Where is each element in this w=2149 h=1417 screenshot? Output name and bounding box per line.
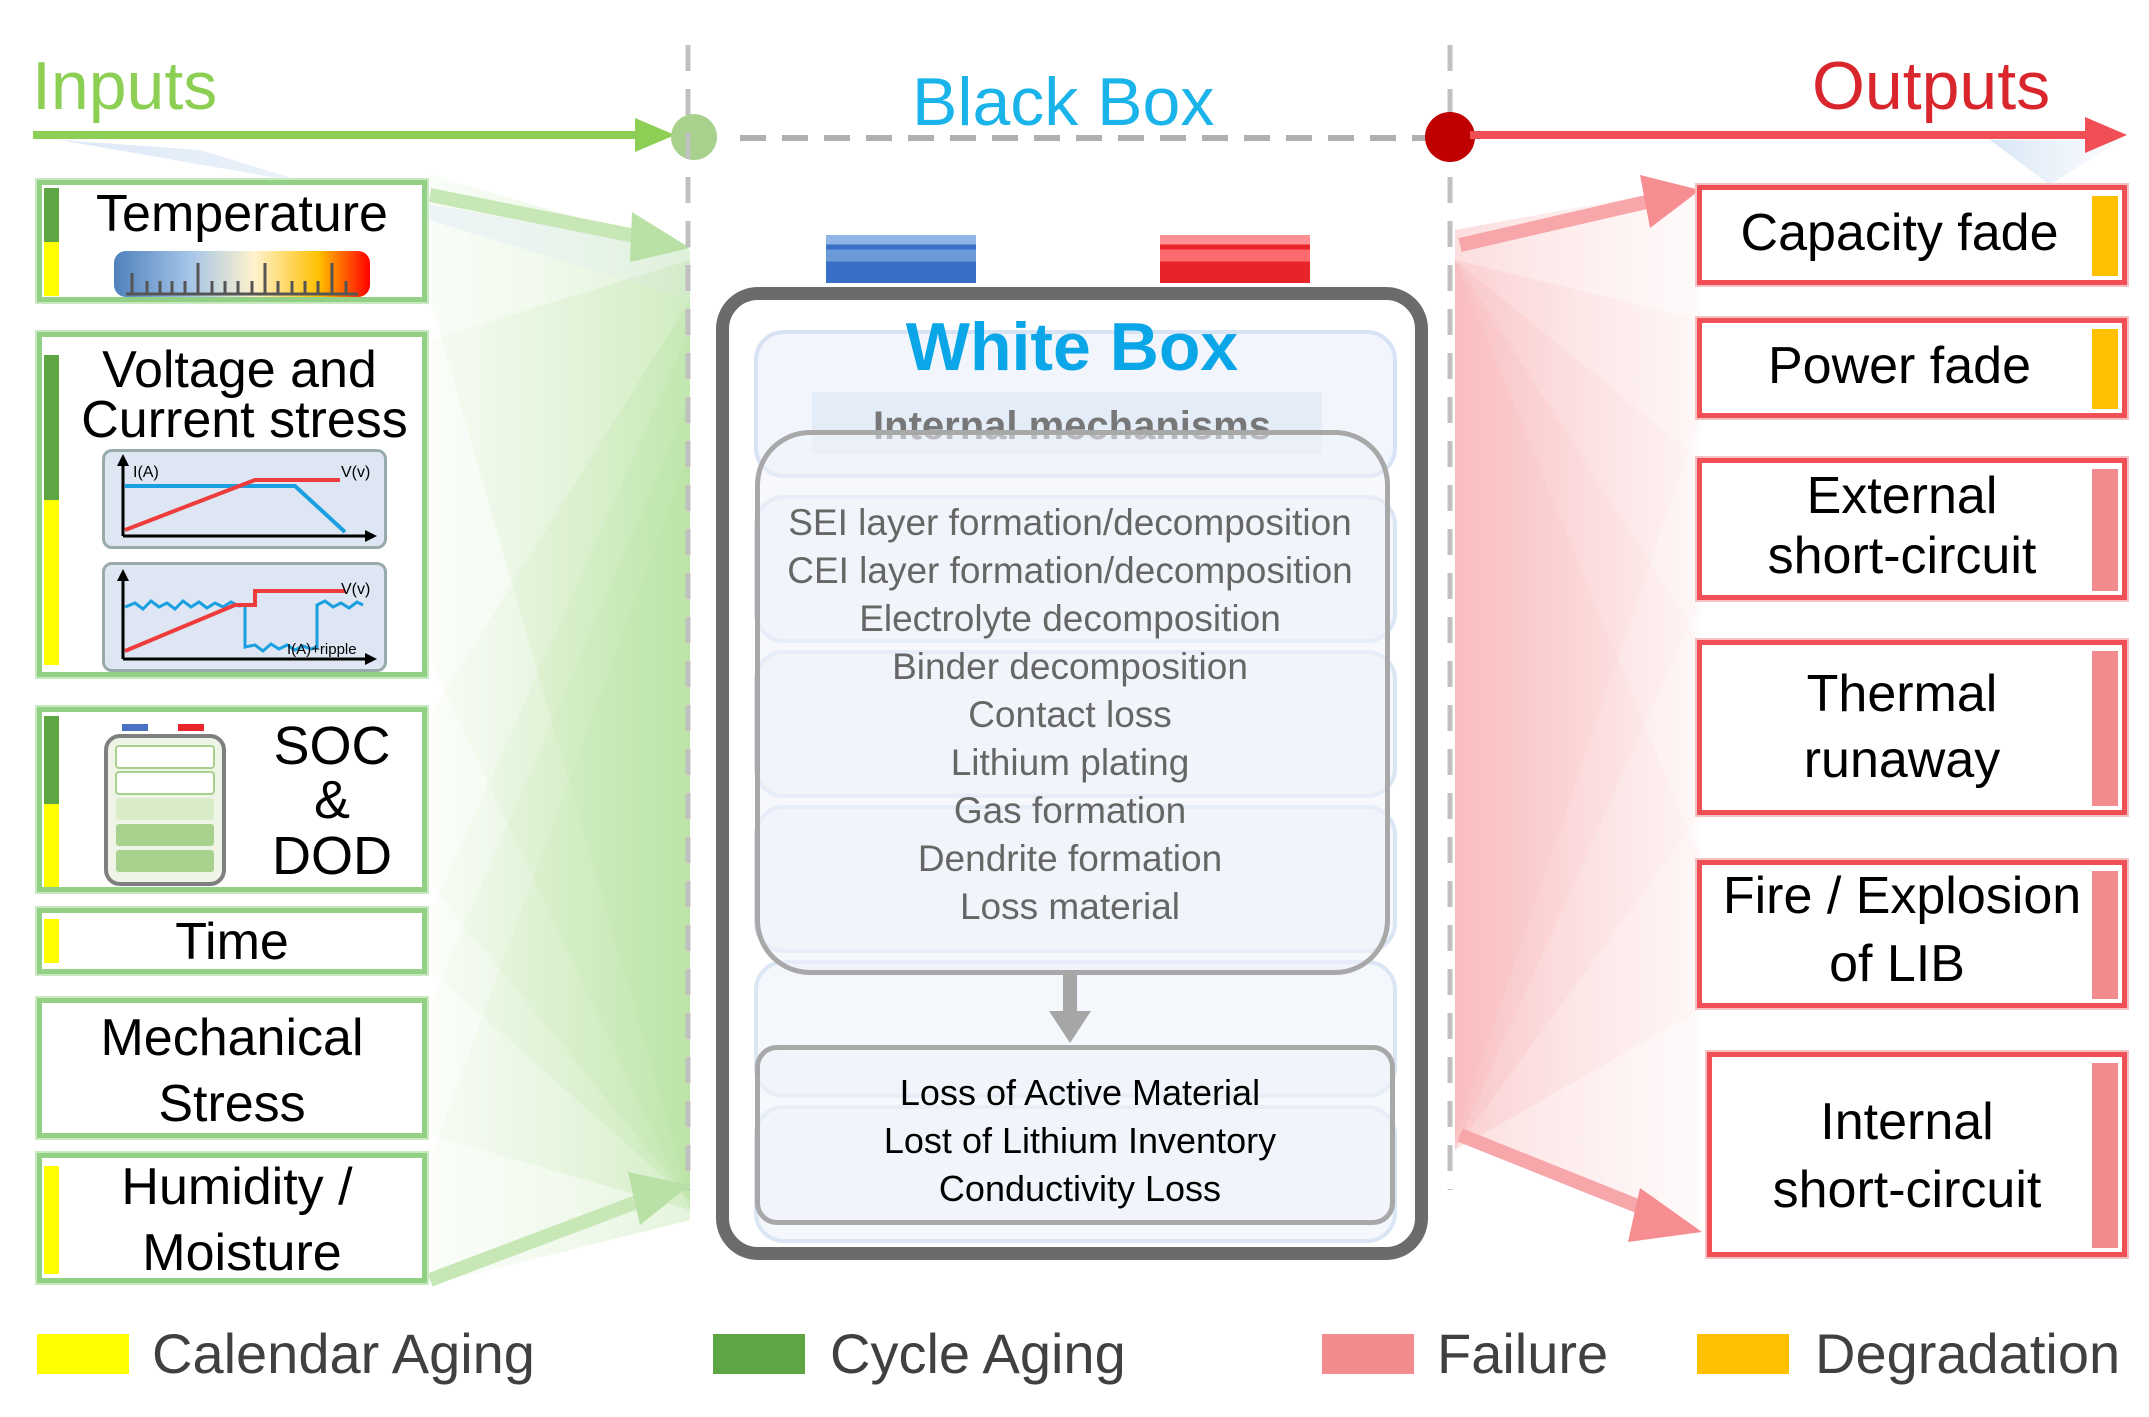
cycle-aging-bar	[44, 716, 59, 804]
internal-label-line1: Internal	[1820, 1093, 1994, 1151]
plot1-current-label: I(A)	[133, 464, 159, 481]
output-thermal-runaway: Thermal runaway	[1697, 640, 2127, 815]
legend-degradation-swatch	[1697, 1334, 1789, 1374]
white-box-title: White Box	[905, 309, 1239, 385]
failure-bar	[2092, 871, 2118, 999]
external-label-line2: short-circuit	[1767, 527, 2037, 585]
degradation-bar	[2092, 329, 2118, 409]
legend-cycle-swatch	[713, 1334, 805, 1374]
output-fire-explosion: Fire / Explosion of LIB	[1697, 860, 2127, 1008]
ripple-plot: V(v) I(A)+ripple	[102, 562, 387, 672]
input-soc-dod: SOC & DOD	[37, 707, 427, 892]
results-frame	[755, 1045, 1395, 1225]
fire-label-line1: Fire / Explosion	[1722, 867, 2082, 925]
anode-tab	[826, 235, 976, 283]
capacity-fade-label: Capacity fade	[1740, 204, 2059, 262]
battery-icon	[104, 724, 226, 886]
mechanism-item: SEI layer formation/decomposition	[788, 502, 1352, 543]
calendar-aging-bar	[44, 919, 59, 963]
cycle-aging-bar	[44, 188, 59, 242]
mechanism-item: Lithium plating	[950, 742, 1190, 783]
input-humidity-moisture: Humidity / Moisture	[37, 1153, 427, 1283]
voltage-label-line2: Current stress	[81, 391, 408, 449]
mechanism-item: Binder decomposition	[892, 646, 1248, 687]
mechanisms-frame	[755, 430, 1390, 975]
cycle-aging-bar	[44, 355, 59, 500]
thermometer-icon	[114, 251, 370, 297]
input-time: Time	[37, 908, 427, 974]
input-voltage-current: Voltage and Current stress I(A) V(v) V(v…	[37, 332, 427, 677]
failure-bar	[2092, 1063, 2118, 1248]
legend-failure-label: Failure	[1437, 1322, 1609, 1385]
output-external-short-circuit: External short-circuit	[1697, 458, 2127, 600]
mechanism-item: Gas formation	[953, 790, 1187, 831]
mechanism-item: Loss material	[959, 886, 1181, 927]
down-arrow-icon	[1049, 975, 1091, 1043]
input-mechanical-stress: Mechanical Stress	[37, 998, 427, 1138]
legend-failure-swatch	[1322, 1334, 1414, 1374]
cathode-tab	[1160, 235, 1310, 283]
humidity-label-line2: Moisture	[142, 1224, 342, 1282]
calendar-aging-bar	[44, 1166, 59, 1274]
plot2-current-label: I(A)+ripple	[287, 641, 357, 658]
result-item: Loss of Active Material	[899, 1072, 1261, 1113]
thermal-label-line2: runaway	[1803, 731, 2001, 789]
time-label: Time	[175, 913, 289, 971]
legend-cycle-label: Cycle Aging	[830, 1322, 1126, 1385]
legend-calendar-swatch	[37, 1334, 129, 1374]
plot1-voltage-label: V(v)	[341, 464, 371, 481]
legend-calendar-label: Calendar Aging	[152, 1322, 535, 1385]
output-power-fade: Power fade	[1697, 318, 2127, 418]
temperature-label: Temperature	[96, 185, 388, 243]
legend-degradation-label: Degradation	[1815, 1322, 2121, 1385]
thermal-label-line1: Thermal	[1806, 665, 1998, 723]
internal-label-line2: short-circuit	[1772, 1161, 2042, 1219]
output-internal-short-circuit: Internal short-circuit	[1707, 1052, 2127, 1257]
mechanical-label-line1: Mechanical	[100, 1009, 364, 1067]
output-capacity-fade: Capacity fade	[1697, 185, 2127, 285]
black-box-header: Black Box	[912, 64, 1215, 140]
degradation-bar	[2092, 196, 2118, 276]
input-temperature: Temperature	[37, 180, 427, 302]
result-item: Conductivity Loss	[938, 1168, 1222, 1209]
mechanism-item: Electrolyte decomposition	[859, 598, 1281, 639]
humidity-label-line1: Humidity /	[121, 1158, 353, 1216]
amp-label: &	[313, 770, 351, 830]
inputs-header: Inputs	[32, 48, 218, 124]
mechanism-item: Contact loss	[968, 694, 1172, 735]
calendar-aging-bar	[44, 242, 59, 296]
voltage-label-line1: Voltage and	[102, 341, 377, 399]
dod-label: DOD	[272, 826, 392, 886]
cc-cv-plot: I(A) V(v)	[102, 449, 387, 549]
calendar-aging-bar	[44, 804, 59, 887]
failure-bar	[2092, 469, 2118, 591]
result-item: Lost of Lithium Inventory	[883, 1120, 1277, 1161]
calendar-aging-bar	[44, 500, 59, 665]
mechanism-item: CEI layer formation/decomposition	[787, 550, 1353, 591]
external-label-line1: External	[1806, 467, 1998, 525]
fire-label-line2: of LIB	[1829, 935, 1965, 993]
outputs-header: Outputs	[1812, 48, 2051, 124]
power-fade-label: Power fade	[1767, 337, 2032, 395]
plot2-voltage-label: V(v)	[341, 581, 371, 598]
mechanism-item: Dendrite formation	[917, 838, 1223, 879]
soc-label: SOC	[273, 716, 391, 776]
failure-bar	[2092, 651, 2118, 806]
mechanical-label-line2: Stress	[158, 1075, 306, 1133]
